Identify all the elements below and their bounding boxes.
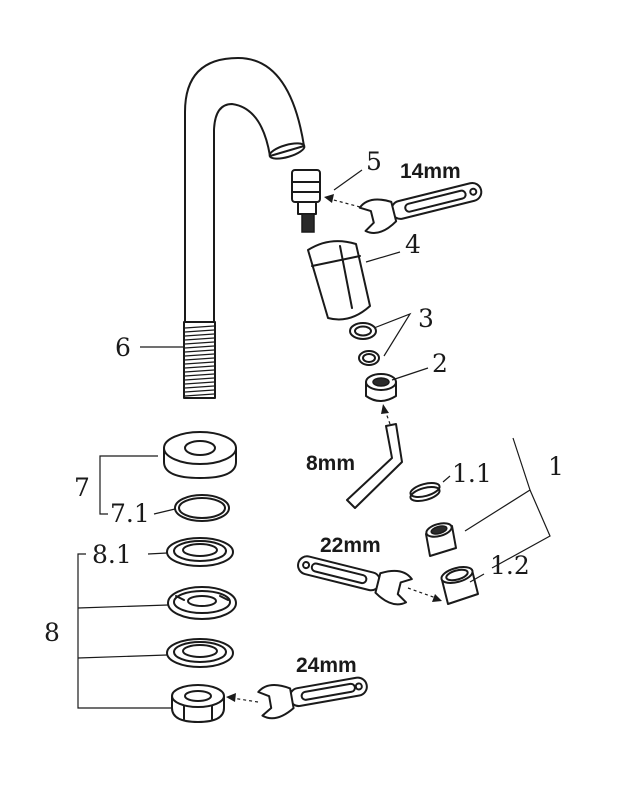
arrow-aerator (407, 587, 442, 602)
base-gasket (174, 494, 230, 522)
part-label-8: 8 (44, 618, 60, 647)
part-label-3: 3 (418, 304, 434, 333)
connector-nut (365, 373, 397, 402)
wrench-22mm (297, 555, 413, 606)
thread-line (184, 341, 215, 345)
thread-line (184, 365, 215, 369)
thread-line (184, 361, 215, 365)
thread-line (184, 393, 215, 397)
thread-line (184, 349, 215, 353)
spout-threaded-shank (183, 321, 216, 399)
part-label-7-1: 7.1 (110, 499, 150, 528)
part-label-1-1: 1.1 (452, 459, 492, 488)
thread-line (184, 337, 215, 341)
thread-line (184, 353, 215, 357)
thread-line (184, 385, 215, 389)
thread-line (184, 325, 215, 329)
cartridge (291, 169, 321, 233)
spout-body (184, 57, 306, 323)
thread-line (184, 333, 215, 337)
thread-line (184, 329, 215, 333)
thread-line (184, 345, 215, 349)
part-label-5: 5 (366, 147, 382, 176)
hex-key-tool (346, 423, 403, 509)
part-label-6: 6 (115, 333, 131, 362)
thread-line (184, 377, 215, 381)
cartridge-sleeve (307, 240, 371, 321)
thread-line (184, 381, 215, 385)
arrow-hex-key (381, 404, 391, 425)
wrench-14mm (358, 181, 483, 234)
part-label-2: 2 (432, 349, 448, 378)
aerator-housing (440, 566, 479, 605)
lock-nut (171, 684, 225, 723)
leader-lines (77, 169, 551, 709)
mounting-washer-bottom (166, 638, 234, 668)
tool-size-14mm: 14mm (400, 160, 461, 183)
thread-line (184, 357, 215, 361)
thread-line (184, 373, 215, 377)
tool-size-8mm: 8mm (306, 452, 355, 475)
aerator-washer (409, 482, 441, 502)
aerator-insert (425, 522, 457, 557)
mounting-plate (167, 586, 237, 620)
part-label-1: 1 (548, 452, 564, 481)
part-label-4: 4 (405, 230, 421, 259)
part-label-7: 7 (74, 473, 90, 502)
o-ring-pair (349, 322, 380, 366)
tool-size-22mm: 22mm (320, 534, 381, 557)
wrench-24mm (257, 676, 368, 720)
thread-line (184, 389, 215, 393)
base-flange (163, 431, 237, 479)
arrow-lock-nut (226, 693, 259, 703)
arrow-cartridge (324, 194, 361, 208)
tool-size-24mm: 24mm (296, 654, 357, 677)
thread-line (184, 369, 215, 373)
part-label-1-2: 1.2 (490, 551, 530, 580)
mounting-washer-top (166, 537, 234, 567)
part-label-8-1: 8.1 (92, 540, 132, 569)
